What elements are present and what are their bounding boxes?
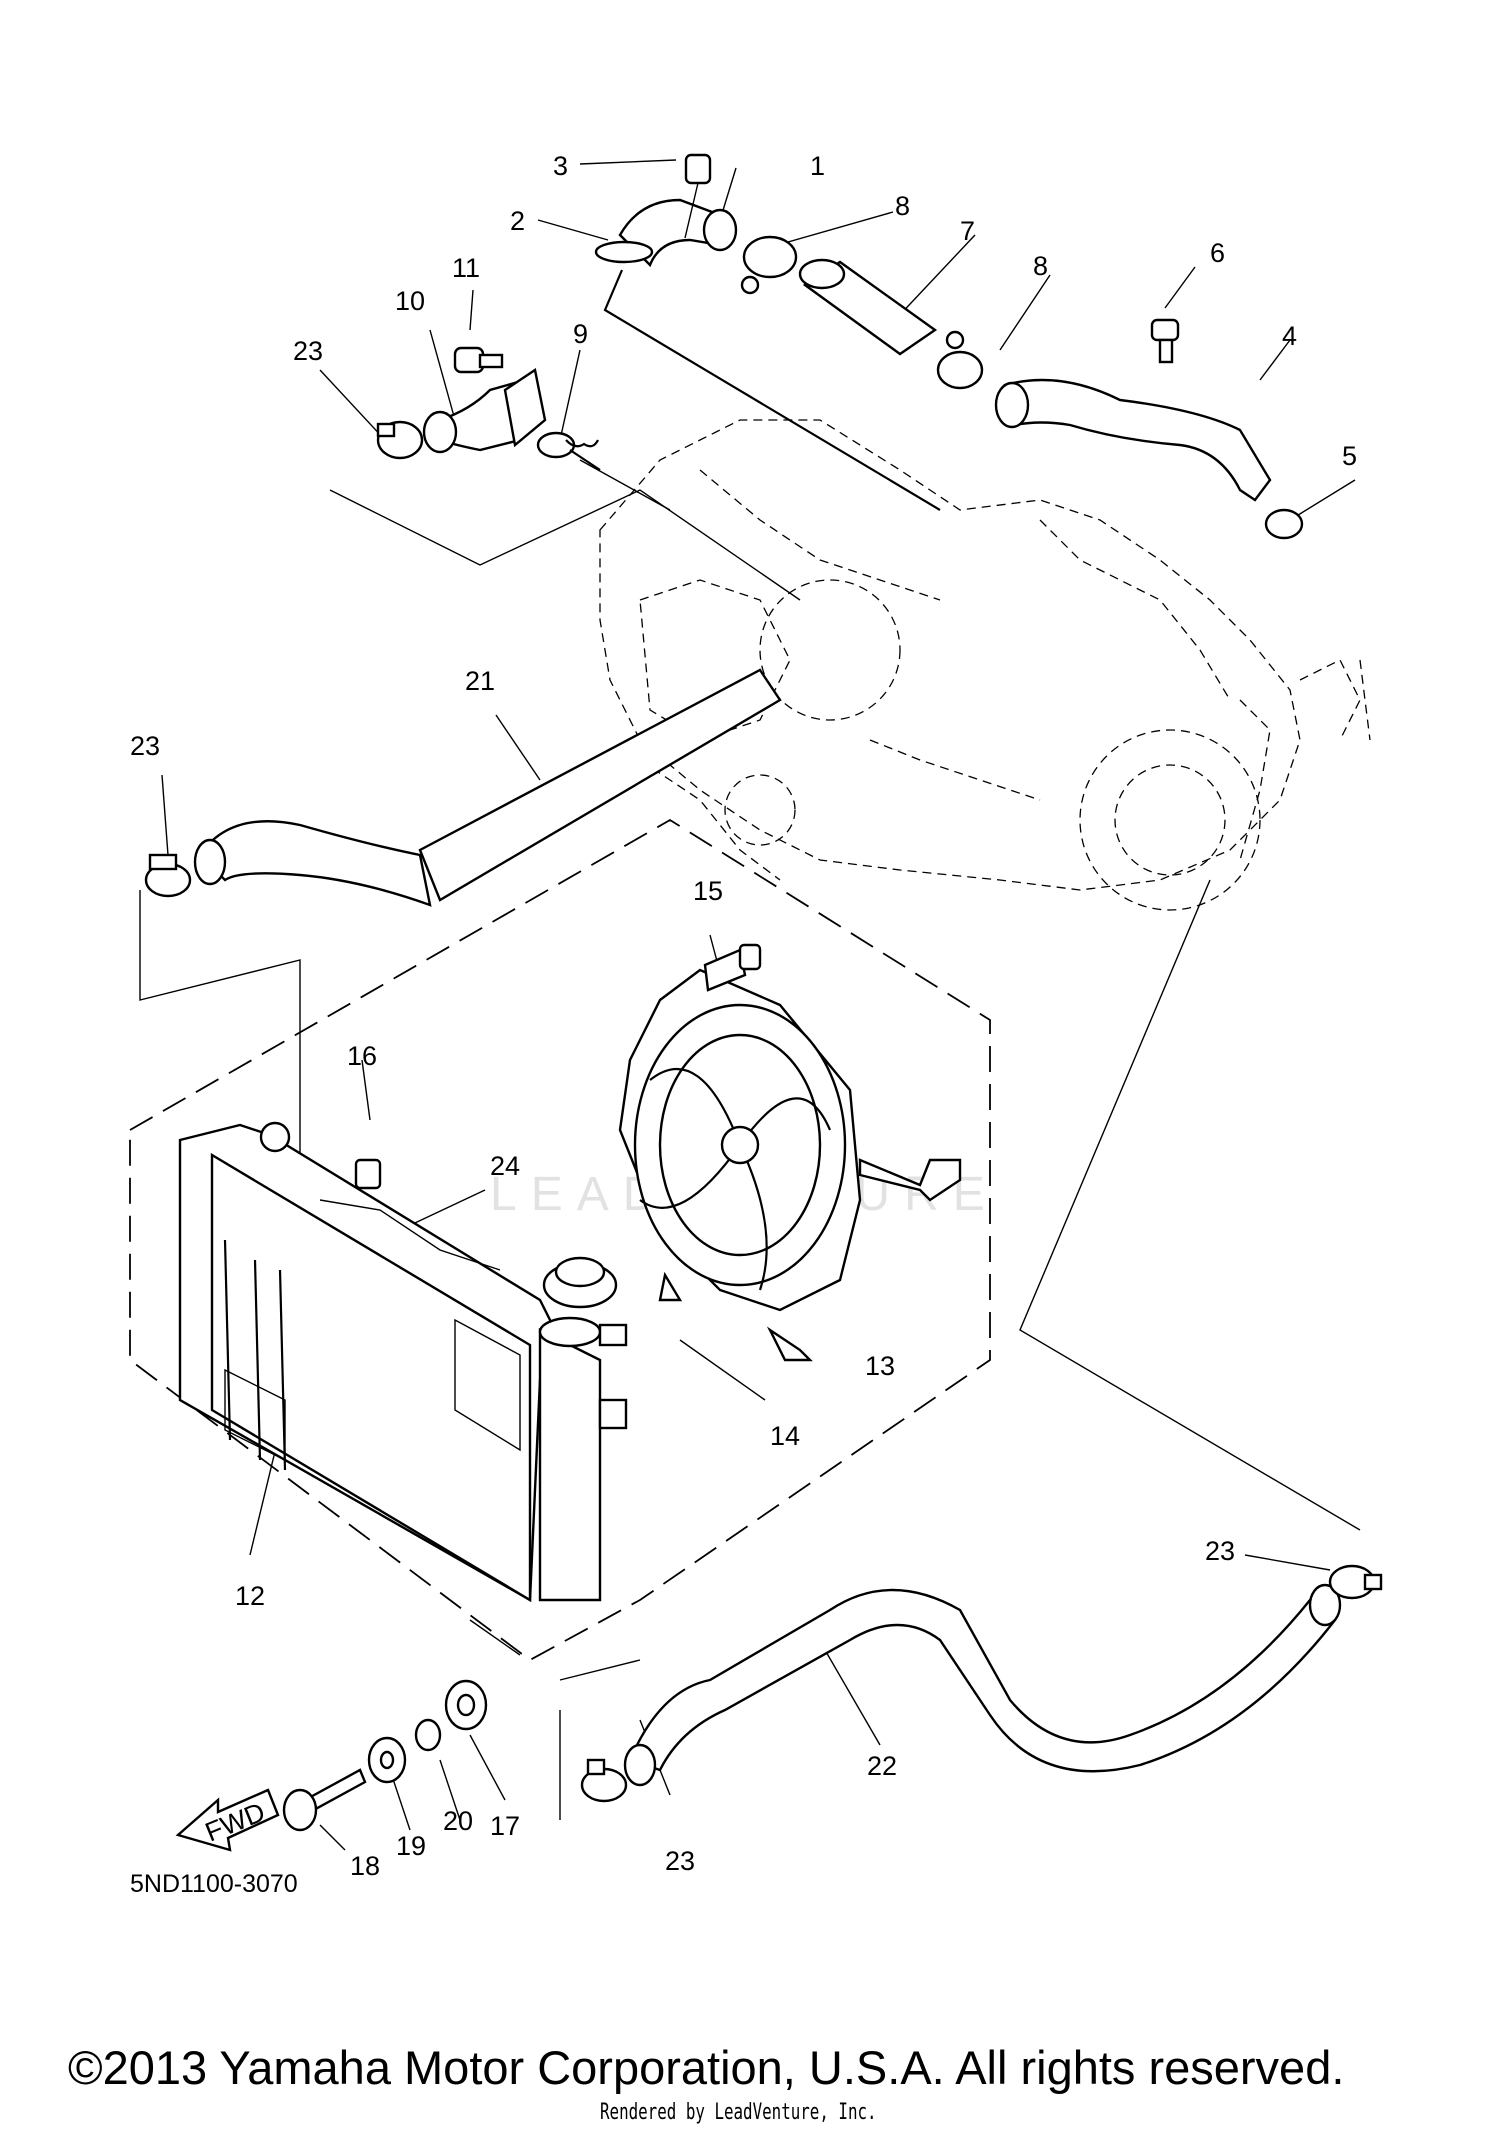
collar-20[interactable] — [414, 1718, 442, 1752]
radiator-assembly-boundary — [129, 818, 991, 1662]
diagram-code: 5ND1100-3070 — [130, 1870, 298, 1898]
radiator-cap-14[interactable] — [542, 1256, 618, 1309]
callout-15[interactable]: 15 — [693, 876, 723, 906]
callout-23c[interactable]: 23 — [1205, 1536, 1235, 1566]
callout-21[interactable]: 21 — [465, 666, 495, 696]
hose-clamp-8a[interactable] — [740, 235, 798, 295]
callout-19[interactable]: 19 — [396, 1831, 426, 1861]
callout-7[interactable]: 7 — [960, 216, 975, 246]
callout-4[interactable]: 4 — [1282, 321, 1297, 351]
callout-1[interactable]: 1 — [810, 151, 825, 181]
bracket-24[interactable] — [319, 1199, 501, 1271]
collar-17[interactable] — [444, 1679, 488, 1731]
copyright-notice: ©2013 Yamaha Motor Corporation, U.S.A. A… — [68, 2041, 1345, 2094]
callout-17[interactable]: 17 — [490, 1811, 520, 1841]
washer-19[interactable] — [367, 1736, 407, 1784]
bolt-11[interactable] — [453, 346, 504, 374]
hose-clamp-23a[interactable] — [376, 420, 424, 460]
rendered-by-credit: Rendered by LeadVenture, Inc. — [600, 2100, 877, 2125]
pipe-4[interactable] — [994, 378, 1272, 502]
o-ring-2[interactable] — [594, 240, 654, 264]
radiator-12[interactable] — [178, 1121, 628, 1603]
callout-23a[interactable]: 23 — [293, 336, 323, 366]
callout-14[interactable]: 14 — [770, 1421, 800, 1451]
callout-2[interactable]: 2 — [510, 206, 525, 236]
hose-clamp-23d[interactable] — [580, 1758, 628, 1803]
callout-16[interactable]: 16 — [347, 1041, 377, 1071]
thermostat-9[interactable] — [536, 431, 601, 471]
callout-23b[interactable]: 23 — [130, 731, 160, 761]
clip-16[interactable] — [354, 1158, 382, 1190]
o-ring-5[interactable] — [1264, 508, 1304, 540]
hose-clamp-8b[interactable] — [936, 330, 984, 390]
bolt-15[interactable] — [703, 943, 762, 992]
callout-6[interactable]: 6 — [1210, 238, 1225, 268]
hose-clamp-23b[interactable] — [144, 853, 192, 898]
fwd-arrow: FWD — [175, 1788, 280, 1852]
bolt-6[interactable] — [1150, 318, 1180, 364]
hose-21[interactable] — [193, 668, 782, 907]
callout-numbers: 1 2 3 4 5 6 7 8 8 9 10 11 12 13 14 15 16… — [130, 151, 1357, 1881]
hose-7[interactable] — [798, 258, 938, 356]
callout-24[interactable]: 24 — [490, 1151, 520, 1181]
callout-8a[interactable]: 8 — [895, 191, 910, 221]
engine-block — [599, 419, 1371, 911]
callout-8b[interactable]: 8 — [1033, 251, 1048, 281]
callout-3[interactable]: 3 — [553, 151, 568, 181]
fan-13[interactable] — [618, 968, 962, 1362]
bolt-18[interactable] — [282, 1768, 367, 1832]
callout-12[interactable]: 12 — [235, 1581, 265, 1611]
callout-11[interactable]: 11 — [452, 253, 480, 283]
callout-18[interactable]: 18 — [350, 1851, 380, 1881]
thermostat-cover-10[interactable] — [422, 368, 547, 454]
leader-lines — [139, 159, 1361, 1851]
callout-20[interactable]: 20 — [443, 1806, 473, 1836]
hose-clamp-23c[interactable] — [1328, 1564, 1383, 1600]
hose-22[interactable] — [623, 1583, 1342, 1787]
callout-23d[interactable]: 23 — [665, 1846, 695, 1876]
callout-9[interactable]: 9 — [573, 319, 588, 349]
callout-5[interactable]: 5 — [1342, 441, 1357, 471]
bolt-3[interactable] — [684, 153, 712, 239]
callout-13[interactable]: 13 — [865, 1351, 895, 1381]
callout-22[interactable]: 22 — [867, 1751, 897, 1781]
callout-10[interactable]: 10 — [395, 286, 425, 316]
